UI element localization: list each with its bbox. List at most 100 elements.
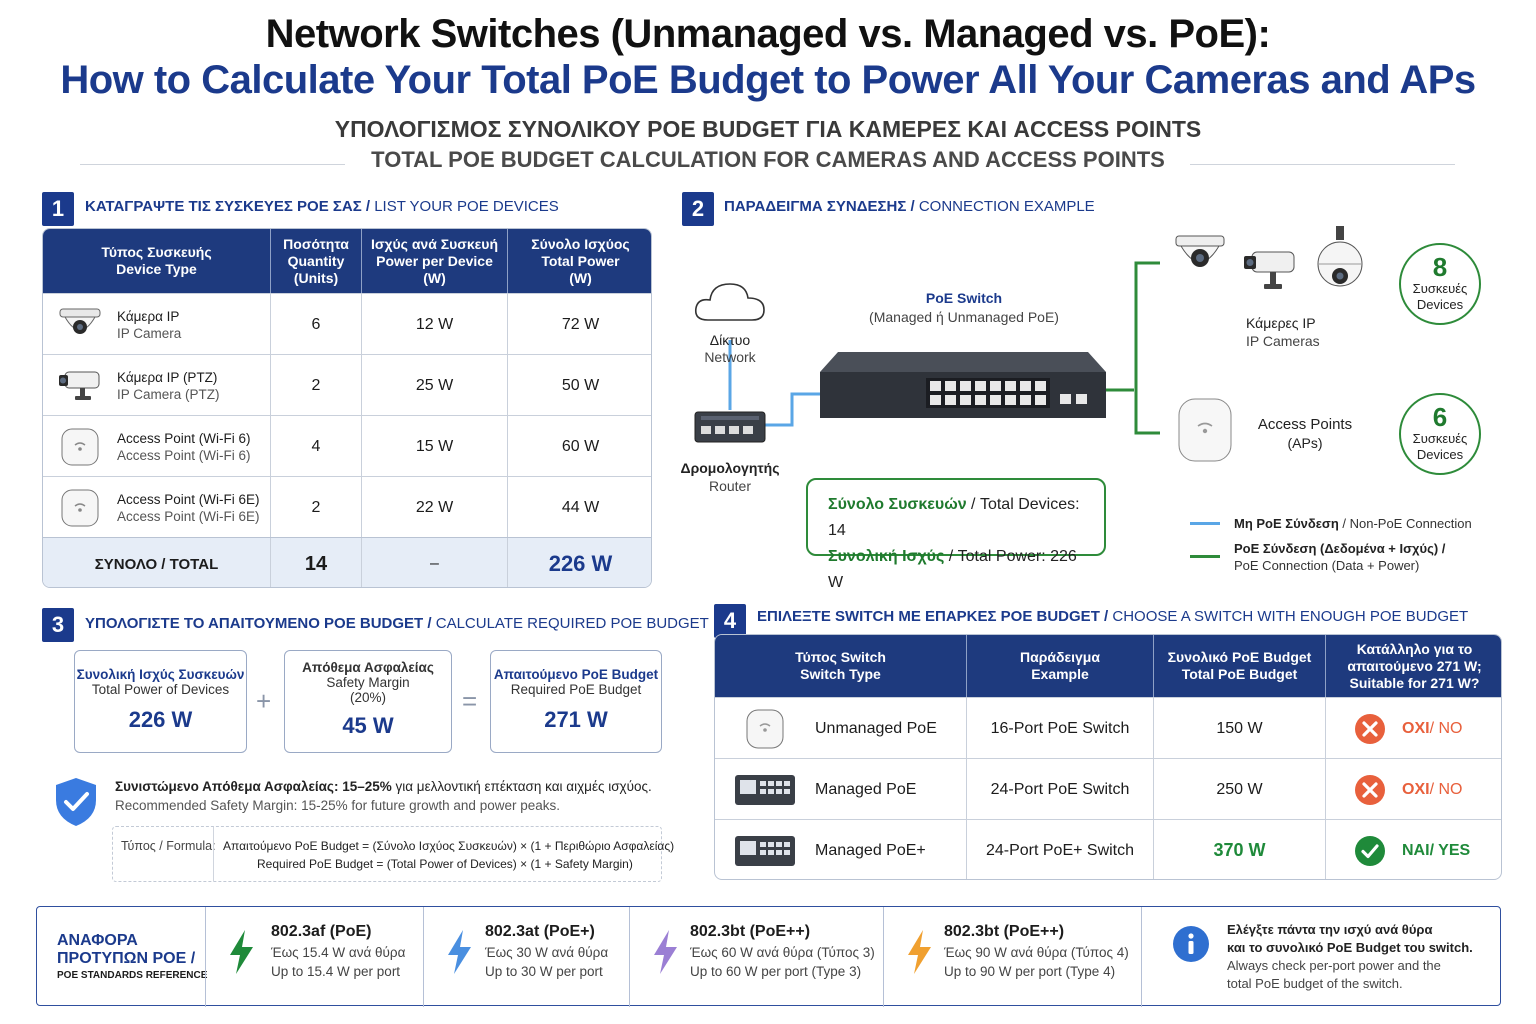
section-3-title: ΥΠΟΛΟΓΙΣΤΕ ΤΟ ΑΠΑΙΤΟΥΜΕΝΟ POE BUDGET / C… [85,615,709,632]
aps-sublabel: (APs) [1287,435,1323,451]
plus-sign: + [256,686,272,716]
device-cell: Access Point (Wi-Fi 6)Access Point (Wi-F… [43,416,271,477]
ap-count-badge: 6 Συσκευές Devices [1399,393,1481,475]
verdict-cell: ΟΧΙ / NO [1326,759,1501,820]
aps-label: Access Points [1257,416,1353,433]
power-cell: 15 W [362,416,508,477]
dome-camera-icon [43,305,117,345]
safety-margin-box: Απόθεμα Ασφαλείας Safety Margin (20%) 45… [284,650,452,753]
greek-subtitle: ΥΠΟΛΟΓΙΣΜΟΣ ΣΥΝΟΛΙΚΟΥ POE BUDGET ΓΙΑ ΚΑΜ… [334,116,1202,142]
cloud-icon [690,276,770,331]
ptz-camera-icon [43,366,117,406]
router-icon [693,408,767,449]
quantity-cell: 6 [271,294,362,355]
power-cell: 22 W [362,477,508,538]
power-cell: 25 W [362,355,508,416]
standard-item: 802.3af (PoE) Έως 15.4 W ανά θύρα Up to … [271,923,406,979]
reference-title: ΑΝΑΦΟΡΑ ΠΡΟΤΥΠΩΝ POE / POE STANDARDS REF… [57,932,208,981]
device-cell: Κάμερα IP (PTZ)IP Camera (PTZ) [43,355,271,416]
switch-type-cell: Unmanaged PoE [715,698,967,759]
table-row: Managed PoE 24-Port PoE Switch 250 W ΟΧΙ… [715,758,1501,820]
device-name-gr: Κάμερα IP [117,308,180,324]
device-name-en: Access Point (Wi-Fi 6) [117,447,251,463]
lightning-icon [905,929,933,980]
quantity-cell: 4 [271,416,362,477]
device-name-en: IP Camera [117,325,182,341]
cameras-label-gr: Κάμερες IP [1246,315,1316,331]
total-power-per-device: – [362,538,508,587]
quantity-cell: 2 [271,477,362,538]
switch-subtitle: (Managed ή Unmanaged PoE) [869,309,1059,325]
bullet-camera-icon [1240,246,1300,301]
formula-en: Required PoE Budget = (Total Power of De… [257,857,633,871]
example-cell: 16-Port PoE Switch [967,698,1154,759]
section-1-title: ΚΑΤΑΓΡΑΨΤΕ ΤΙΣ ΣΥΣΚΕΥΕΣ POE ΣΑΣ / LIST Y… [85,198,559,215]
switch-type-cell: Managed PoE+ [715,820,967,879]
step-1-badge: 1 [42,192,74,226]
total-cell: 44 W [561,498,600,516]
legend-nonpoe-swatch [1190,522,1220,525]
total-row: ΣΥΝΟΛΟ / TOTAL 14 – 226 W [43,537,651,587]
device-name-en: IP Camera (PTZ) [117,386,220,402]
table-row: Κάμερα IP (PTZ)IP Camera (PTZ) 2 25 W 50… [43,354,651,416]
table-row: Access Point (Wi-Fi 6)Access Point (Wi-F… [43,415,651,477]
example-cell: 24-Port PoE Switch [967,759,1154,820]
poe-switch-icon [818,350,1108,425]
page-subtitle: How to Calculate Your Total PoE Budget t… [60,58,1476,102]
device-name-gr: Access Point (Wi-Fi 6E) [117,491,260,507]
verdict-cell: ΝΑΙ / YES [1326,820,1501,879]
cameras-label-en: IP Cameras [1246,333,1320,349]
section-2-title: ΠΑΡΑΔΕΙΓΜΑ ΣΥΝΔΕΣΗΣ / CONNECTION EXAMPLE [724,198,1095,215]
check-circle-icon [1355,835,1385,866]
managed-switch-icon [715,835,815,867]
switch-title: PoE Switch [925,290,1003,306]
total-cell: 50 W [561,376,600,394]
legend-nonpoe: Μη PoE Σύνδεση / Non-PoE Connection [1234,516,1472,531]
standard-item: 802.3at (PoE+) Έως 30 W ανά θύρα Up to 3… [485,923,609,979]
total-power: 226 W [548,551,613,576]
device-cell: Access Point (Wi-Fi 6E)Access Point (Wi-… [43,477,271,538]
budget-cell: 370 W [1154,820,1326,879]
quantity-cell: 2 [271,355,362,416]
verdict-cell: ΟΧΙ / NO [1326,698,1501,759]
standard-item: 802.3bt (PoE++) Έως 60 W ανά θύρα (Τύπος… [690,923,875,979]
reference-note: Ελέγξτε πάντα την ισχύ ανά θύρα και το σ… [1227,922,1473,991]
router-label-gr: Δρομολογητής [680,460,780,476]
recommendation-en: Recommended Safety Margin: 15-25% for fu… [115,798,560,813]
power-cell: 12 W [362,294,508,355]
ptz-dome-camera-icon [1314,224,1366,301]
summary-box: Σύνολο Συσκευών / Total Devices: 14 Συνο… [806,478,1106,591]
poe-standards-reference: ΑΝΑΦΟΡΑ ΠΡΟΤΥΠΩΝ POE / POE STANDARDS REF… [36,906,1501,1007]
managed-switch-icon [715,774,815,806]
step-3-badge: 3 [42,608,74,642]
formula-box: Τύπος / Formula: Απαιτούμενο PoE Budget … [112,826,674,882]
lightning-icon [445,929,473,980]
total-cell: 72 W [561,315,600,333]
page-title: Network Switches (Unmanaged vs. Managed … [265,12,1271,56]
table-row: Unmanaged PoE 16-Port PoE Switch 150 W Ο… [715,697,1501,759]
switch-type-cell: Managed PoE [715,759,967,820]
switch-type: Managed PoE+ [815,841,926,859]
total-label: ΣΥΝΟΛΟ / TOTAL [43,538,271,587]
equals-sign: = [462,686,478,716]
step-2-badge: 2 [682,192,714,226]
section-4-title: ΕΠΙΛΕΞΤΕ SWITCH ΜΕ ΕΠΑΡΚΕΣ POE BUDGET / … [757,608,1469,625]
standard-item: 802.3bt (PoE++) Έως 90 W ανά θύρα (Τύπος… [944,923,1129,979]
camera-count-badge: 8 Συσκευές Devices [1399,243,1481,325]
budget-cell: 250 W [1154,759,1326,820]
switch-type: Unmanaged PoE [815,719,937,737]
device-name-gr: Κάμερα IP (PTZ) [117,369,218,385]
example-cell: 24-Port PoE+ Switch [967,820,1154,879]
